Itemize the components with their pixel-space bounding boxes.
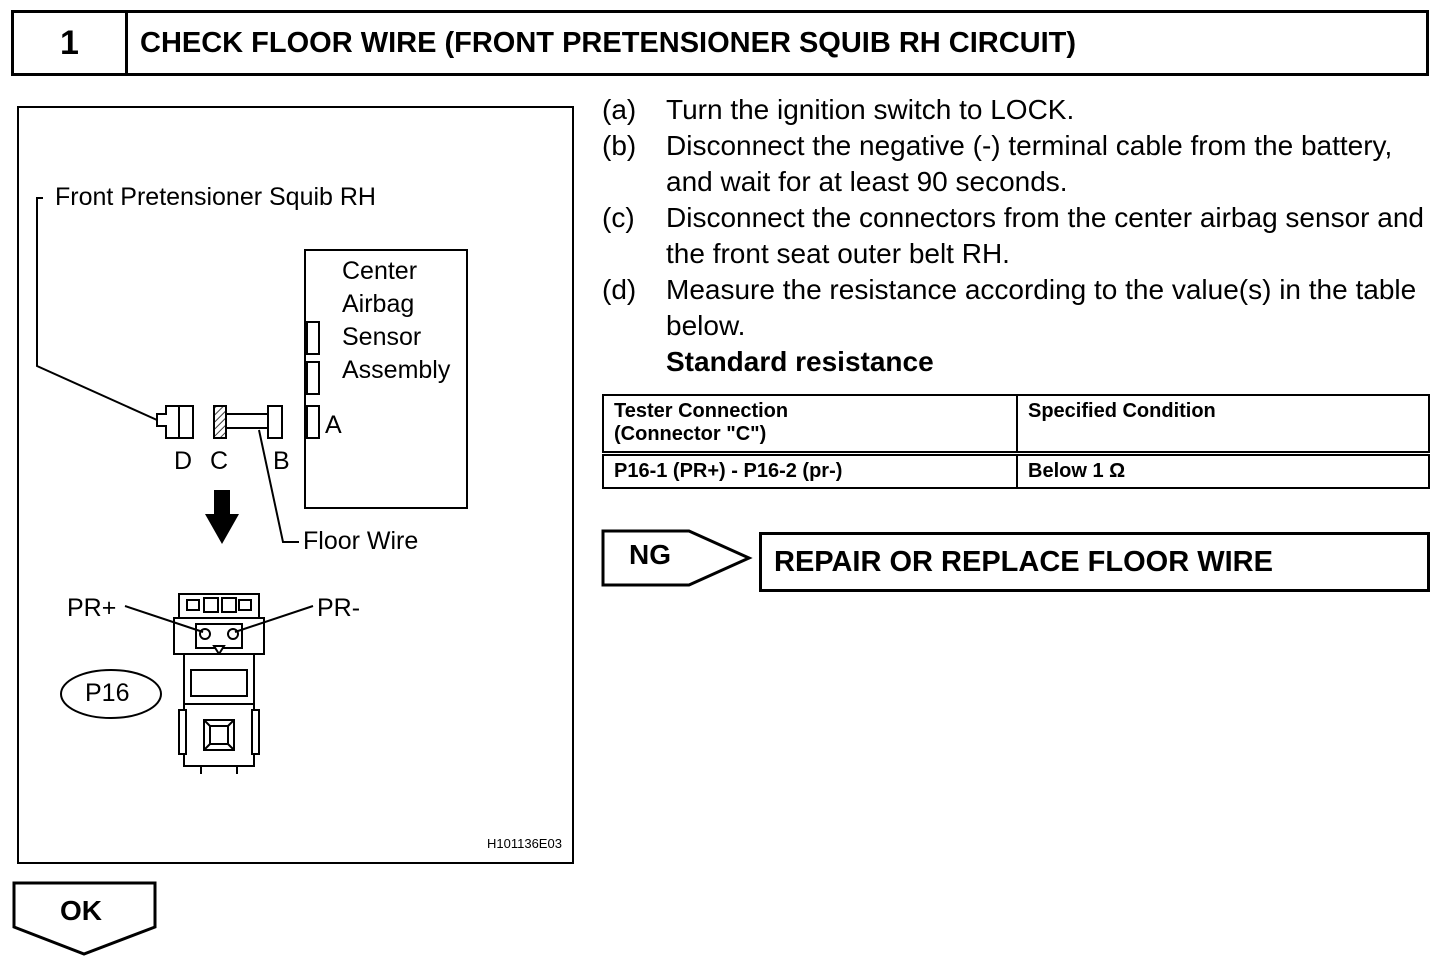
step-number: 1: [14, 13, 128, 73]
pr-pos-leader-line: [124, 605, 204, 633]
step-header: 1 CHECK FLOOR WIRE (FRONT PRETENSIONER S…: [11, 10, 1429, 76]
step-a-label: (a): [602, 94, 637, 125]
floor-wire-leader-line: [258, 429, 299, 543]
step-d-text: Measure the resistance according to the …: [666, 274, 1417, 341]
connector-id-ellipse: [60, 669, 162, 719]
step-d-label: (d): [602, 274, 637, 305]
step-a: (a) Turn the ignition switch to LOCK.: [602, 92, 1432, 128]
ok-indicator: OK: [12, 881, 158, 962]
table-cell-connection: P16-1 (PR+) - P16-2 (pr-): [602, 452, 1018, 489]
squib-label: Front Pretensioner Squib RH: [55, 183, 376, 211]
sensor-label-line-3: Sensor: [342, 323, 422, 351]
connector-c-shape: [213, 405, 227, 439]
step-a-text: Turn the ignition switch to LOCK.: [666, 94, 1075, 125]
figure-code: H101136E03: [487, 836, 562, 851]
floor-wire-label: Floor Wire: [303, 527, 419, 555]
step-b-text: Disconnect the negative (-) terminal cab…: [666, 130, 1393, 197]
step-b: (b) Disconnect the negative (-) terminal…: [602, 128, 1432, 200]
step-title: CHECK FLOOR WIRE (FRONT PRETENSIONER SQU…: [140, 26, 1077, 59]
sensor-box: [304, 249, 468, 509]
step-d: (d) Measure the resistance according to …: [602, 272, 1432, 344]
sensor-label-line-4: Assembly: [342, 356, 451, 384]
connector-a-shape: [306, 405, 320, 439]
ok-label: OK: [60, 895, 102, 926]
ng-indicator: NG: [601, 529, 753, 592]
procedure-steps: (a) Turn the ignition switch to LOCK. (b…: [602, 92, 1432, 380]
sensor-label-line-1: Center: [342, 257, 418, 285]
resistance-table: Tester Connection (Connector "C") Specif…: [602, 394, 1430, 489]
pr-neg-leader-line: [234, 605, 314, 633]
sensor-slot-1: [306, 321, 320, 355]
step-c-text: Disconnect the connectors from the cente…: [666, 202, 1424, 269]
connector-b-shape: [267, 405, 283, 439]
table-header-tester: Tester Connection (Connector "C"): [602, 394, 1018, 456]
table-header-condition: Specified Condition: [1016, 394, 1430, 456]
sensor-label-line-2: Airbag: [342, 290, 415, 318]
squib-leader-line: [36, 197, 158, 421]
connector-c-label: C: [210, 447, 229, 475]
ng-arrow-icon: [601, 529, 753, 587]
connector-d-body: [178, 405, 194, 439]
standard-label: Standard resistance: [666, 346, 934, 377]
table-header-tester-line-1: Tester Connection: [614, 400, 789, 422]
floor-wire-body: [225, 413, 269, 429]
step-c: (c) Disconnect the connectors from the c…: [602, 200, 1432, 272]
sensor-slot-2: [306, 361, 320, 395]
ng-label: NG: [629, 539, 671, 570]
wiring-diagram: [36, 197, 468, 774]
ng-action-box: REPAIR OR REPLACE FLOOR WIRE: [759, 532, 1430, 592]
connector-d-shape: [156, 405, 180, 439]
step-b-label: (b): [602, 130, 637, 161]
connector-id-label: P16: [85, 679, 130, 707]
pr-neg-label: PR-: [317, 594, 361, 622]
table-row: P16-1 (PR+) - P16-2 (pr-) Below 1 Ω: [602, 452, 1430, 489]
wiring-figure: Front Pretensioner Squib RH Center Airba…: [17, 106, 574, 864]
connector-b-label: B: [273, 447, 290, 475]
table-cell-condition: Below 1 Ω: [1016, 452, 1430, 489]
down-arrow-icon: [205, 490, 239, 544]
step-c-label: (c): [602, 202, 635, 233]
connector-d-label: D: [174, 447, 193, 475]
table-header-condition-line-1: Specified Condition: [1028, 400, 1216, 422]
connector-a-label: A: [325, 411, 342, 439]
connector-front-view: [173, 593, 265, 774]
ok-arrow-icon: [12, 881, 157, 956]
table-header-row: Tester Connection (Connector "C") Specif…: [602, 394, 1430, 456]
table-header-tester-line-2: (Connector "C"): [614, 423, 767, 445]
pr-pos-label: PR+: [67, 594, 117, 622]
